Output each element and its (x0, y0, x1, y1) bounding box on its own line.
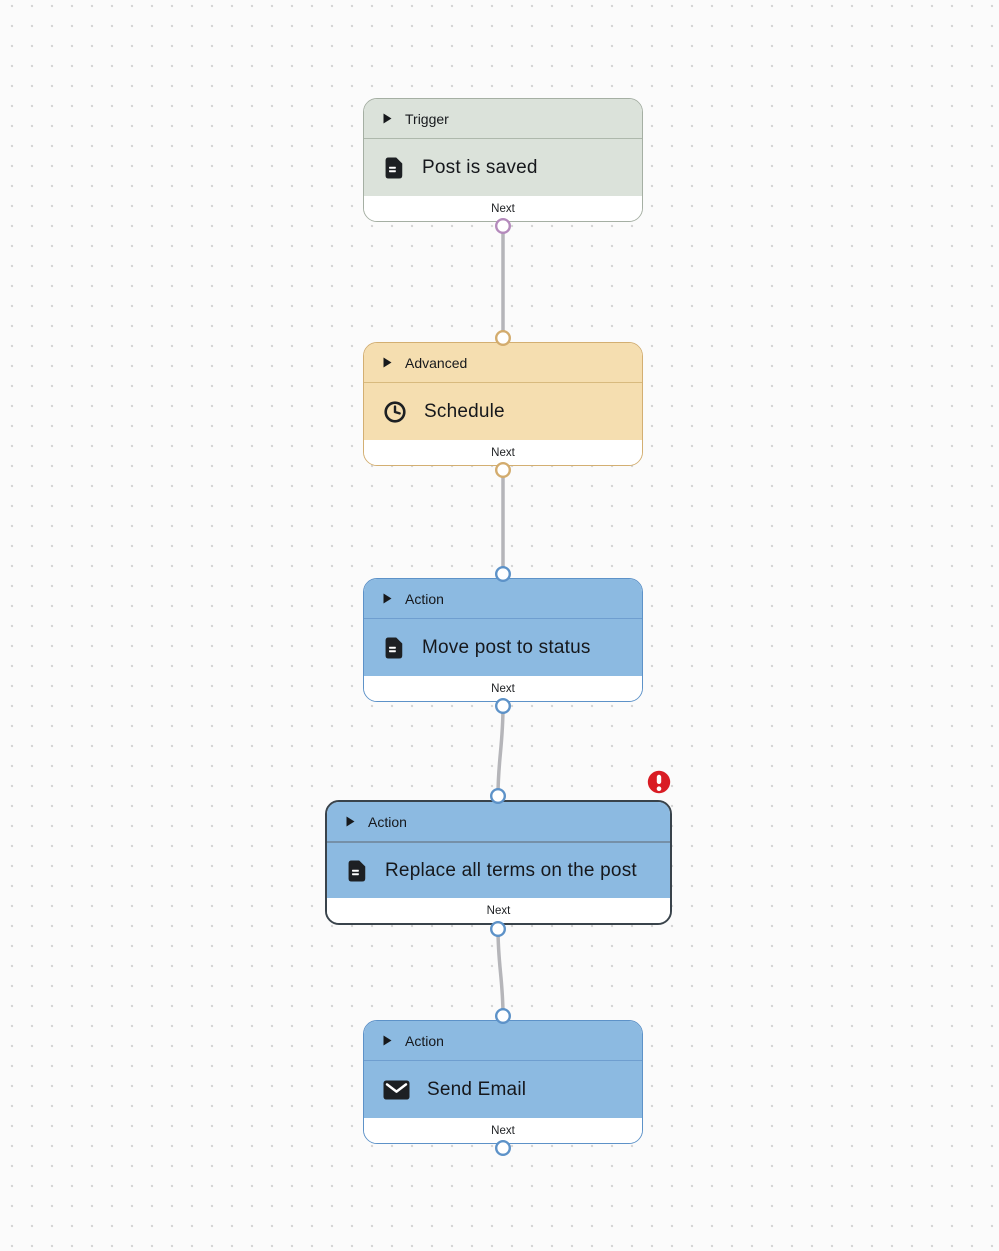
connector-line (496, 705, 505, 797)
clock-icon (384, 400, 406, 423)
document-icon (348, 859, 366, 882)
node-footer: Next (364, 440, 642, 465)
node-category-label: Action (368, 813, 407, 830)
node-title: Post is saved (422, 156, 538, 178)
next-port-label: Next (491, 446, 515, 459)
node-header[interactable]: Action (364, 579, 642, 619)
node-category-label: Advanced (405, 354, 468, 371)
node-advanced-schedule[interactable]: Advanced Schedule Next (363, 342, 643, 466)
collapse-triangle-icon (383, 357, 392, 368)
collapse-triangle-icon (383, 113, 392, 124)
node-category-label: Trigger (405, 110, 449, 127)
next-port-label: Next (491, 1124, 515, 1137)
next-port-label: Next (491, 202, 515, 215)
node-body: Send Email (364, 1061, 642, 1118)
next-port-label: Next (491, 682, 515, 695)
node-category-label: Action (405, 1032, 444, 1049)
node-title: Move post to status (422, 636, 591, 658)
node-body: Replace all terms on the post (327, 843, 670, 898)
node-footer: Next (364, 1118, 642, 1143)
next-port-label: Next (486, 904, 511, 917)
collapse-triangle-icon (346, 816, 355, 827)
document-icon (385, 636, 403, 659)
node-action-replace-all-terms[interactable]: Action Replace all terms on the post Nex… (325, 800, 672, 925)
document-icon (385, 156, 403, 179)
node-footer: Next (364, 196, 642, 221)
node-footer: Next (364, 676, 642, 701)
node-trigger-post-is-saved[interactable]: Trigger Post is saved Next (363, 98, 643, 222)
node-title: Schedule (424, 400, 505, 422)
node-header[interactable]: Action (327, 802, 670, 843)
envelope-icon (383, 1080, 410, 1099)
node-body: Schedule (364, 383, 642, 440)
node-header[interactable]: Trigger (364, 99, 642, 139)
node-header[interactable]: Action (364, 1021, 642, 1061)
node-footer: Next (327, 898, 670, 923)
node-action-send-email[interactable]: Action Send Email Next (363, 1020, 643, 1144)
node-body: Post is saved (364, 139, 642, 196)
node-action-move-post-to-status[interactable]: Action Move post to status Next (363, 578, 643, 702)
node-body: Move post to status (364, 619, 642, 676)
node-title: Send Email (427, 1078, 527, 1100)
node-category-label: Action (405, 590, 444, 607)
error-badge-icon[interactable] (647, 770, 671, 794)
collapse-triangle-icon (383, 1035, 392, 1046)
collapse-triangle-icon (383, 593, 392, 604)
node-title: Replace all terms on the post (385, 859, 637, 881)
node-header[interactable]: Advanced (364, 343, 642, 383)
connector-line (496, 928, 505, 1017)
